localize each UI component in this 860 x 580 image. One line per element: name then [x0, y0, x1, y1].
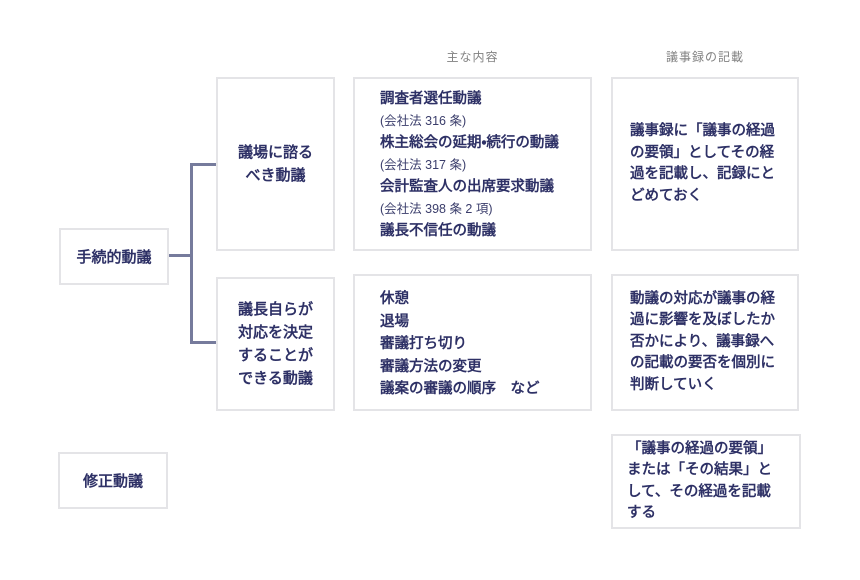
node-chair-decides-line1: 議長自らが [237, 301, 313, 318]
content-item-title: 調査者選任動議 [380, 91, 482, 107]
connector-root-stub [168, 254, 193, 257]
column-header-main-content: 主な内容 [446, 50, 499, 64]
content-item-title: 会計監査人の出席要求動議 [380, 179, 554, 195]
node-chair-decides-motion: 議長自らが 対応を決定 することが できる動議 [216, 277, 335, 411]
node-amendment-motion-label: 修正動議 [82, 473, 143, 490]
content-item: 休憩 [380, 291, 409, 307]
connector-branch-top [190, 163, 216, 166]
content-item-title: 株主総会の延期・続行の動議 [380, 135, 559, 151]
content-box-row1: 調査者選任動議 (会社法 316 条) 株主総会の延期・続行の動議 (会社法 3… [353, 77, 592, 251]
minutes-box-row2: 動議の対応が議事の経過に影響を及ぼしたか否かにより、議事録への記載の要否を個別に… [611, 274, 799, 411]
node-motion-put-to-floor-line1: 議場に諮る [237, 144, 313, 161]
minutes-box-amendment: 「議事の経過の要領」または「その結果」として、その経過を記載する [611, 434, 801, 529]
minutes-text-amendment: 「議事の経過の要領」または「その結果」として、その経過を記載する [627, 440, 772, 522]
node-procedural-motion-label: 手続的動議 [76, 249, 152, 266]
node-motion-put-to-floor: 議場に諮る べき動議 [216, 77, 335, 251]
content-item-note: (会社法 317 条) [380, 158, 467, 172]
content-box-row2: 休憩 退場 審議打ち切り 審議方法の変更 議案の審議の順序 など [353, 274, 592, 411]
minutes-text-row1: 議事録に「議事の経過の要領」としてその経過を記載し、記録にとどめておく [630, 123, 775, 204]
minutes-text-row2: 動議の対応が議事の経過に影響を及ぼしたか否かにより、議事録への記載の要否を個別に… [630, 290, 775, 393]
node-procedural-motion: 手続的動議 [59, 228, 169, 285]
content-item: 審議打ち切り [380, 336, 467, 352]
content-item: 議案の審議の順序 など [380, 381, 540, 397]
node-chair-decides-line2: 対応を決定 [237, 324, 313, 341]
content-item-title: 議長不信任の動議 [380, 223, 496, 239]
content-item-note: (会社法 316 条) [380, 114, 467, 128]
column-header-minutes-record: 議事録の記載 [665, 50, 744, 64]
node-chair-decides-line3: することが [237, 347, 313, 364]
connector-vertical [190, 163, 193, 344]
content-item: 退場 [380, 313, 409, 330]
connector-branch-bottom [190, 341, 216, 344]
content-item: 審議方法の変更 [380, 358, 482, 375]
node-amendment-motion: 修正動議 [58, 452, 168, 509]
minutes-box-row1: 議事録に「議事の経過の要領」としてその経過を記載し、記録にとどめておく [611, 77, 799, 251]
content-item-note: (会社法 398 条 2 項) [380, 202, 493, 216]
node-motion-put-to-floor-line2: べき動議 [245, 167, 306, 184]
node-chair-decides-line4: できる動議 [238, 370, 313, 387]
